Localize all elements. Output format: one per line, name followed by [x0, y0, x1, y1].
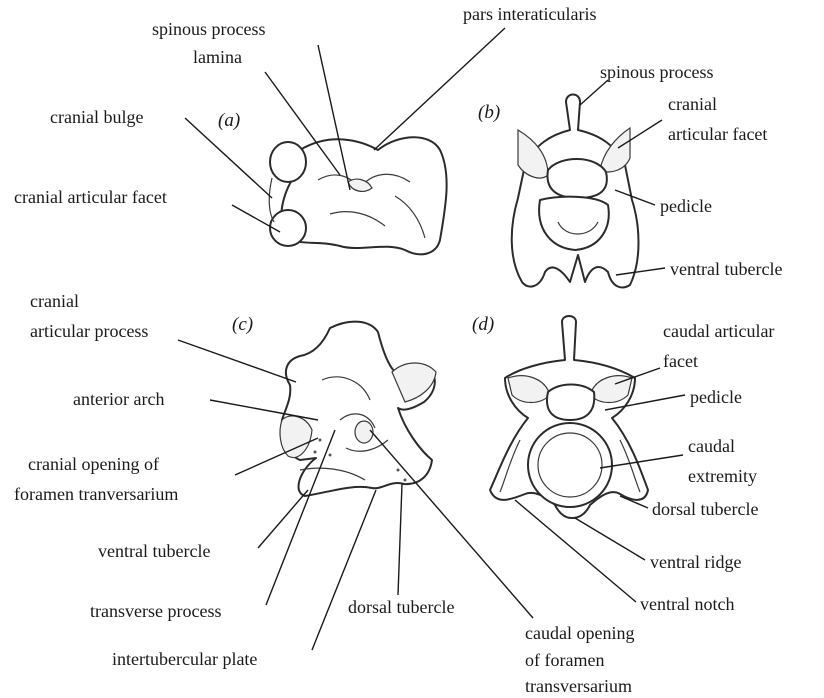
vertebra-caudal-view — [490, 316, 648, 518]
label-d-caudal-extremity-line2: extremity — [688, 466, 757, 486]
vertebra-dorsal-view — [269, 137, 446, 254]
label-c-anterior-arch: anterior arch — [73, 389, 164, 409]
leader-b-spinous-process — [580, 80, 608, 105]
svg-text:(a): (a) — [218, 110, 240, 131]
label-a-spinous-process: spinous process — [152, 19, 266, 39]
leader-c-dorsal-tubercle — [398, 484, 402, 595]
panel-a: (a) spinous process lamina pars interati… — [14, 4, 596, 254]
label-b-cranial-facet-line1: cranial — [668, 94, 717, 114]
label-c-transverse-process: transverse process — [90, 601, 221, 621]
panel-a-letter: a — [224, 110, 234, 131]
label-d-caudal-facet-line2: facet — [663, 351, 698, 371]
label-b-cranial-facet-line2: articular facet — [668, 124, 767, 144]
label-a-lamina: lamina — [193, 47, 242, 67]
vertebra-lateral-view — [280, 322, 436, 496]
svg-text:(d): (d) — [472, 314, 494, 335]
panel-d: (d) caudal articular facet pedicle cauda… — [472, 314, 774, 614]
leader-a-pars — [374, 28, 505, 150]
label-b-pedicle: pedicle — [660, 196, 712, 216]
label-c-cranial-articular-process-line1: cranial — [30, 291, 79, 311]
label-a-cranial-bulge: cranial bulge — [50, 107, 143, 127]
leader-c-cranial-articular-process — [178, 340, 296, 382]
label-c-caudal-opening-line3: transversarium — [525, 676, 632, 696]
panel-b-letter: b — [484, 102, 494, 123]
label-d-dorsal-tubercle: dorsal tubercle — [652, 499, 758, 519]
label-c-ventral-tubercle: ventral tubercle — [98, 541, 210, 561]
panel-a-label: (a) — [218, 110, 240, 131]
panel-d-letter: d — [478, 314, 488, 335]
label-b-spinous-process: spinous process — [600, 62, 714, 82]
label-d-ventral-ridge: ventral ridge — [650, 552, 741, 572]
label-c-intertubercular-plate: intertubercular plate — [112, 649, 257, 669]
panel-b: (b) spinous process cranial articular fa… — [478, 62, 782, 287]
panel-b-label: (b) — [478, 102, 500, 123]
label-c-caudal-opening-line1: caudal opening — [525, 623, 634, 643]
panel-c-letter: c — [238, 314, 247, 335]
svg-text:(b): (b) — [478, 102, 500, 123]
label-a-cranial-articular-facet: cranial articular facet — [14, 187, 167, 207]
label-d-caudal-facet-line1: caudal articular — [663, 321, 774, 341]
panel-d-label: (d) — [472, 314, 494, 335]
panel-c-label: (c) — [232, 314, 253, 335]
label-d-ventral-notch: ventral notch — [640, 594, 734, 614]
label-d-caudal-extremity-line1: caudal — [688, 436, 735, 456]
label-c-cranial-opening-line2: foramen tranversarium — [14, 484, 178, 504]
label-a-pars-interaticularis: pars interaticularis — [463, 4, 596, 24]
label-d-pedicle: pedicle — [690, 387, 742, 407]
label-b-ventral-tubercle: ventral tubercle — [670, 259, 782, 279]
label-c-dorsal-tubercle: dorsal tubercle — [348, 597, 454, 617]
label-c-cranial-articular-process-line2: articular process — [30, 321, 148, 341]
leader-c-intertubercular-plate — [312, 490, 376, 650]
label-c-caudal-opening-line2: of foramen — [525, 650, 604, 670]
label-c-cranial-opening-line1: cranial opening of — [28, 454, 159, 474]
leader-d-ventral-ridge — [575, 518, 645, 560]
svg-text:(c): (c) — [232, 314, 253, 335]
